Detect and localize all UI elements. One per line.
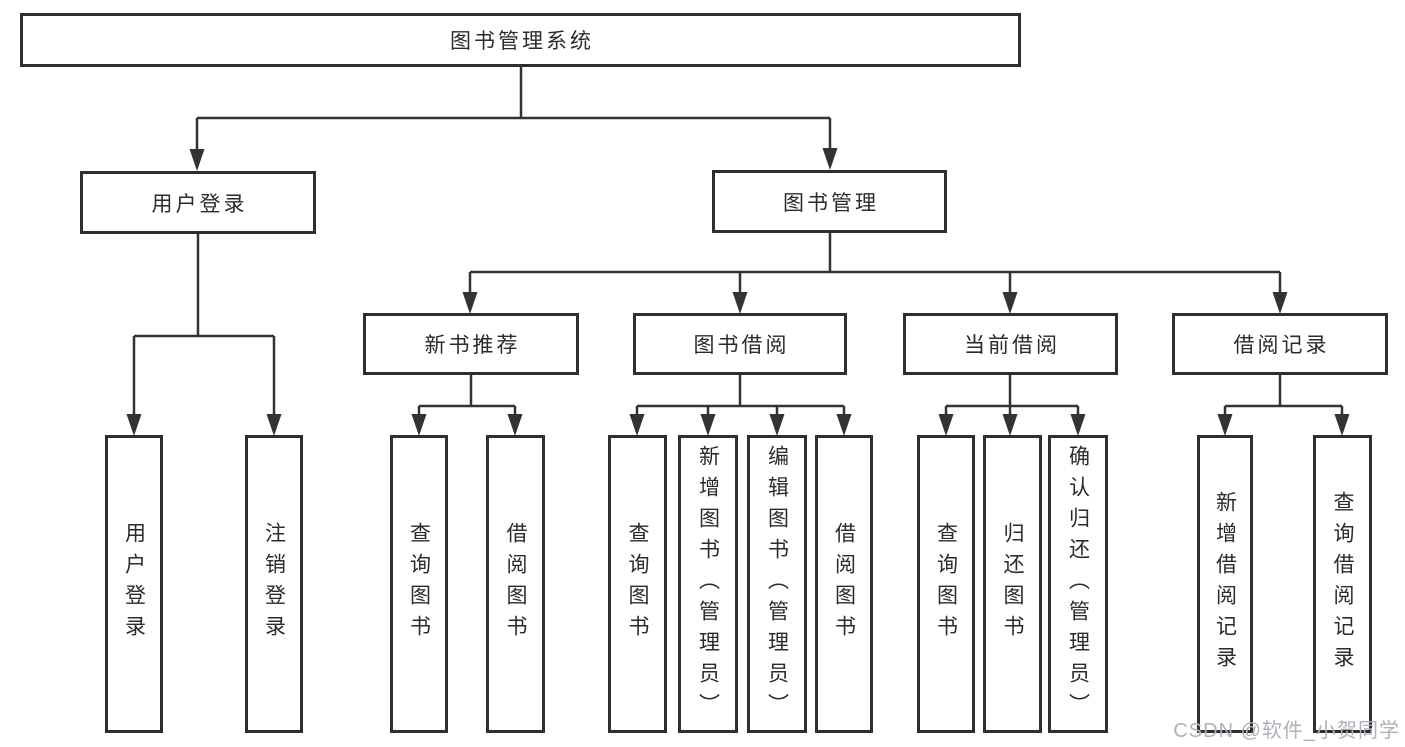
node-leaf-user-login: 用户登录 xyxy=(105,435,163,733)
node-user-login: 用户登录 xyxy=(80,171,316,234)
node-leaf-borrow-books-recommend: 借阅图书 xyxy=(486,435,545,733)
node-borrow-records: 借阅记录 xyxy=(1172,313,1388,375)
node-new-book-recommend: 新书推荐 xyxy=(363,313,579,375)
node-current-borrowing: 当前借阅 xyxy=(903,313,1118,375)
node-leaf-edit-book-admin: 编辑图书（管理员） xyxy=(747,435,807,733)
node-leaf-add-book-admin: 新增图书（管理员） xyxy=(678,435,738,733)
node-book-management: 图书管理 xyxy=(712,170,947,233)
node-leaf-add-borrow-record: 新增借阅记录 xyxy=(1197,435,1253,733)
node-book-borrowing: 图书借阅 xyxy=(633,313,847,375)
node-leaf-query-books-current: 查询图书 xyxy=(917,435,975,733)
node-leaf-logout: 注销登录 xyxy=(245,435,303,733)
node-root-system: 图书管理系统 xyxy=(20,13,1021,67)
node-leaf-query-books-recommend: 查询图书 xyxy=(390,435,448,733)
node-leaf-borrow-books: 借阅图书 xyxy=(815,435,873,733)
node-leaf-confirm-return-admin: 确认归还（管理员） xyxy=(1048,435,1108,733)
node-leaf-query-books-borrowing: 查询图书 xyxy=(608,435,667,733)
csdn-watermark: CSDN @软件_小贺同学 xyxy=(1173,720,1400,742)
node-leaf-query-borrow-record: 查询借阅记录 xyxy=(1313,435,1372,733)
node-leaf-return-book: 归还图书 xyxy=(983,435,1042,733)
